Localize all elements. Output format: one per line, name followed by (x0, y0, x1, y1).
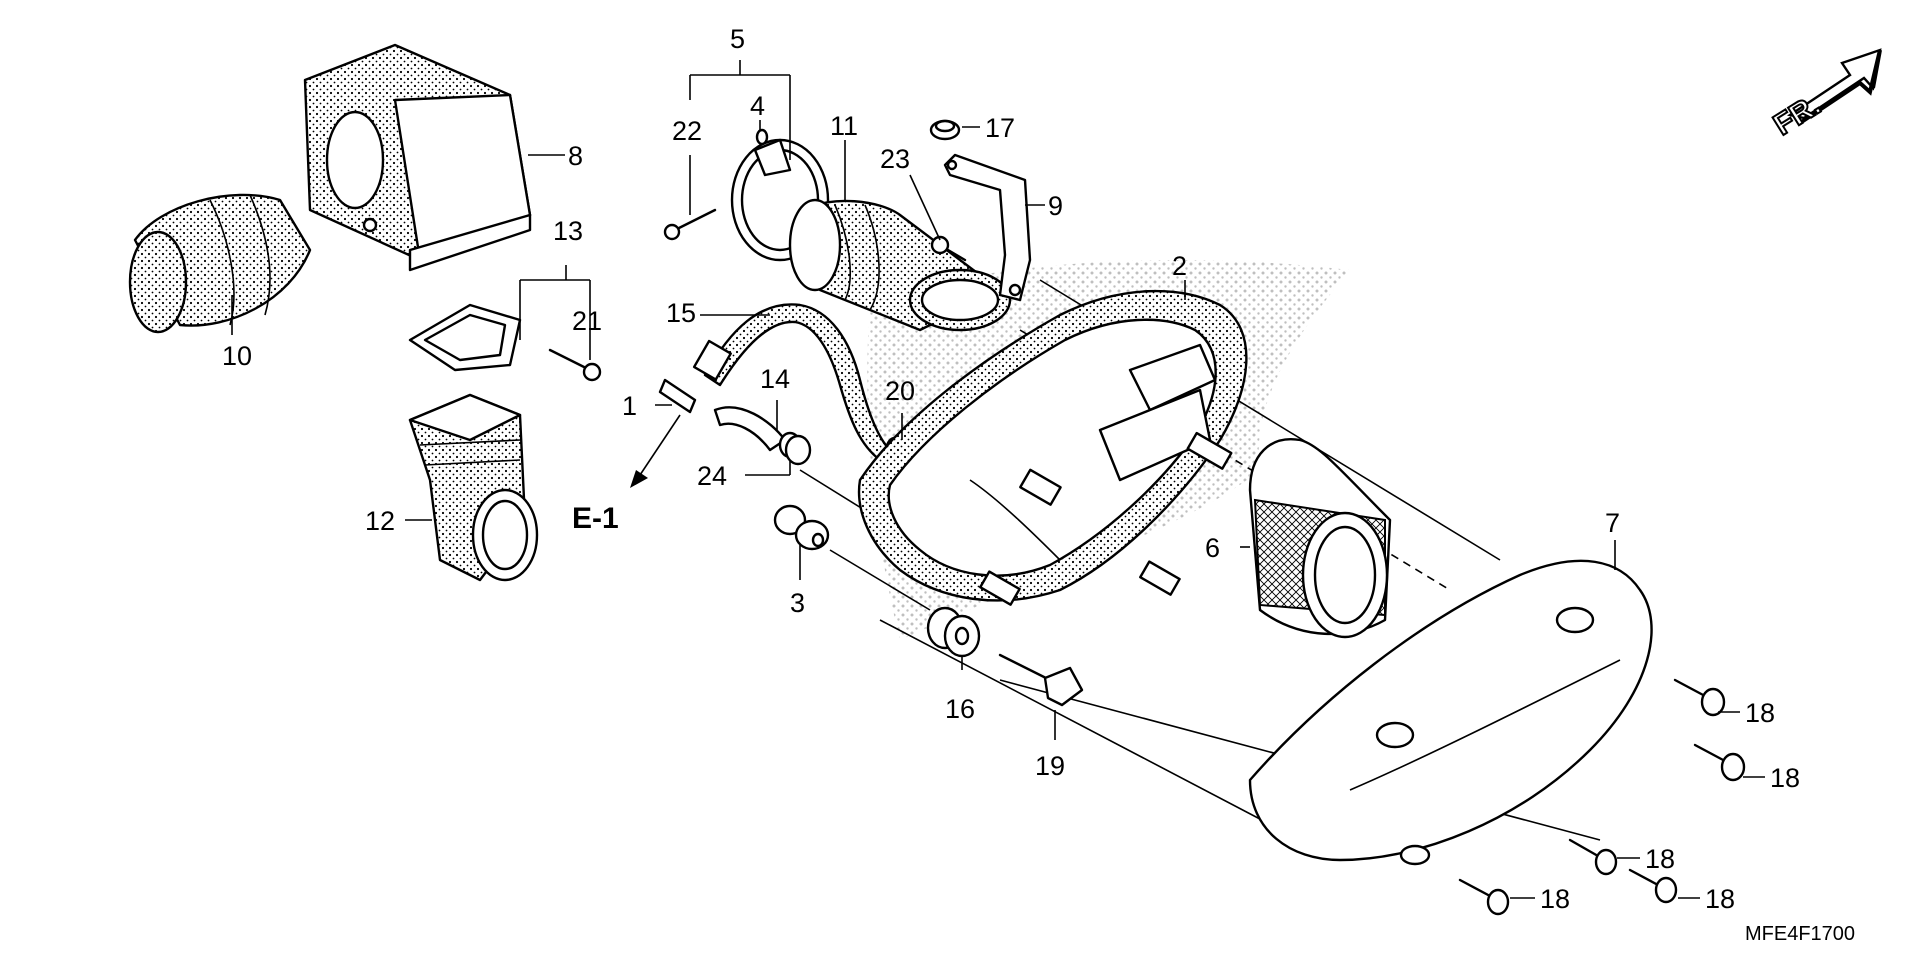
callout-24: 24 (697, 461, 727, 491)
callout-3: 3 (790, 588, 805, 618)
callout-4: 4 (750, 91, 765, 121)
diagram-reference-code: MFE4F1700 (1745, 923, 1855, 945)
leader-lines (231, 60, 1765, 899)
part-6-filter-element (1248, 438, 1392, 639)
part-13-seal-frame (408, 303, 522, 372)
part-3-grommet (773, 504, 830, 551)
part-17-grommet (929, 119, 961, 141)
part-16-grommet (926, 606, 981, 658)
callout-1: 1 (622, 391, 637, 421)
callout-23: 23 (880, 144, 910, 174)
part-19-bolt (998, 653, 1084, 707)
direction-arrow-icon (1786, 48, 1882, 125)
callout-8: 8 (568, 141, 583, 171)
part-22-screw (663, 208, 717, 241)
part-2-air-cleaner-case (857, 289, 1248, 606)
part-7-outer-cover (1248, 559, 1653, 866)
callout-9: 9 (1048, 191, 1063, 221)
part-8-cover (303, 43, 532, 272)
part-23-bolt (930, 235, 967, 262)
callout-18b: 18 (1770, 763, 1800, 793)
callout-13: 13 (553, 216, 583, 246)
callout-18c: 18 (1645, 844, 1675, 874)
callout-labels: 1 2 3 4 5 6 7 8 9 10 11 12 13 14 15 16 1… (222, 24, 1800, 914)
callout-10: 10 (222, 341, 252, 371)
part-10-intake-tube (128, 193, 312, 334)
part-9-bracket (943, 153, 1032, 302)
callout-21: 21 (572, 306, 602, 336)
callout-18d: 18 (1705, 884, 1735, 914)
callout-5: 5 (730, 24, 745, 54)
callout-6: 6 (1205, 533, 1220, 563)
callout-19: 19 (1035, 751, 1065, 781)
callout-16: 16 (945, 694, 975, 724)
callout-12: 12 (365, 506, 395, 536)
callout-17: 17 (985, 113, 1015, 143)
callout-7: 7 (1605, 508, 1620, 538)
callout-2: 2 (1172, 251, 1187, 281)
section-reference-label: E-1 (572, 502, 619, 535)
callout-18a: 18 (1745, 698, 1775, 728)
part-12-connecting-boot (408, 393, 539, 582)
e1-pointer-arrow (630, 414, 681, 488)
part-21-screw (548, 348, 602, 382)
part-24-clamp (784, 434, 812, 466)
callout-18e: 18 (1540, 884, 1570, 914)
callout-11: 11 (830, 111, 858, 141)
part-4-clamp-screw (755, 128, 769, 146)
callout-14: 14 (760, 364, 790, 394)
callout-15: 15 (666, 298, 696, 328)
part-18-screws (1458, 678, 1746, 916)
callout-20: 20 (885, 376, 915, 406)
callout-22: 22 (672, 116, 702, 146)
part-1-clip (658, 378, 697, 414)
part-11-air-duct (788, 198, 1012, 332)
